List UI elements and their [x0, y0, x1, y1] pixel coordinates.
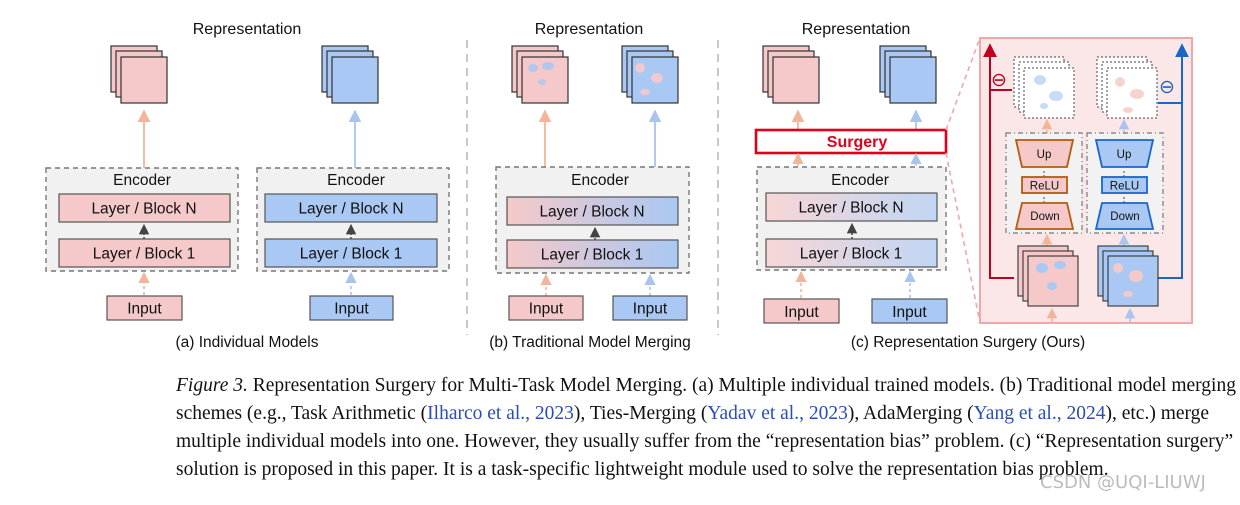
relu-right — [1101, 176, 1148, 194]
figure-diagram: Representation Encoder Layer / Block N L… — [45, 21, 1193, 351]
panel-a-caption: (a) Individual Models — [175, 334, 318, 351]
layer-block-1-label: Layer / Block 1 — [541, 247, 644, 264]
input-label: Input — [892, 304, 927, 321]
panel-b: Representation Encoder Layer / Block N — [489, 21, 691, 351]
layer-block-1 — [264, 238, 438, 268]
panel-c-representation-stack-blue — [879, 45, 937, 104]
citation-link-yadav[interactable]: Yadav et al., 2023 — [707, 403, 848, 424]
panel-a: Representation Encoder Layer / Block N L… — [45, 21, 450, 351]
down-projection-right — [1094, 202, 1155, 230]
encoder-label: Encoder — [831, 172, 889, 189]
encoder-label: Encoder — [327, 172, 385, 189]
layer-block-1 — [506, 239, 679, 269]
layer-block-n-label: Layer / Block N — [298, 201, 403, 218]
input-box-pink — [106, 295, 183, 321]
surgery-module — [754, 128, 948, 155]
layer-block-n-label: Layer / Block N — [539, 204, 644, 221]
layer-block-n — [765, 192, 938, 222]
up-projection-right — [1094, 139, 1155, 168]
input-label: Input — [334, 301, 369, 318]
surgery-label: Surgery — [827, 134, 888, 151]
input-label: Input — [529, 301, 564, 318]
up-label: Up — [1117, 149, 1132, 161]
layer-block-n-label: Layer / Block N — [91, 201, 196, 218]
input-label: Input — [633, 301, 668, 318]
citation-link-yang[interactable]: Yang et al., 2024 — [973, 403, 1106, 424]
panel-a-encoder-pink: Encoder Layer / Block N Layer / Block 1 — [45, 167, 239, 272]
residual-stack-right — [1096, 56, 1158, 119]
up-projection-left — [1014, 139, 1075, 168]
relu-label: ReLU — [1030, 181, 1059, 193]
layer-block-1 — [58, 238, 231, 268]
relu-left — [1021, 176, 1068, 194]
panel-b-representation-label: Representation — [535, 21, 644, 38]
panel-a-representation-stack-pink — [110, 45, 168, 104]
caption-line-2: schemes (e.g., Task Arithmetic (Ilharco … — [176, 400, 1236, 428]
layer-block-n — [506, 196, 679, 226]
input-box-blue — [871, 298, 948, 324]
panel-b-merged-encoder: Encoder Layer / Block N Layer / Block 1 — [495, 166, 690, 274]
panel-c-merged-encoder: Encoder Layer / Block N Layer / Block 1 — [756, 166, 947, 271]
down-label: Down — [1030, 211, 1059, 223]
residual-stack-left — [1013, 56, 1075, 119]
caption-text: ), AdaMerging ( — [847, 403, 974, 424]
input-box-pink — [508, 295, 584, 321]
input-box-blue — [309, 295, 394, 321]
panel-a-representation-label: Representation — [193, 21, 302, 38]
panel-c: Representation Surgery Encoder Layer / B… — [754, 21, 1193, 351]
surgery-detail-panel: ⊖ ⊖ — [979, 37, 1193, 324]
caption-text: ), Ties-Merging ( — [573, 403, 708, 424]
citation-link-ilharco[interactable]: Ilharco et al., 2023 — [427, 403, 574, 424]
layer-block-n — [264, 193, 438, 223]
caption-line-4: solution is proposed in this paper. It i… — [176, 459, 1109, 480]
caption-text: schemes (e.g., Task Arithmetic ( — [176, 403, 428, 424]
down-projection-left — [1014, 202, 1075, 230]
input-label: Input — [127, 301, 162, 318]
layer-block-n — [58, 193, 231, 223]
panel-b-representation-stack-blue — [621, 45, 679, 104]
panel-b-caption: (b) Traditional Model Merging — [489, 334, 691, 351]
layer-block-1-label: Layer / Block 1 — [800, 246, 903, 263]
relu-label: ReLU — [1110, 181, 1139, 193]
biased-representation-pink — [1017, 245, 1079, 307]
panel-a-representation-stack-blue — [321, 45, 379, 104]
panel-c-representation-stack-pink — [762, 45, 820, 104]
encoder-label: Encoder — [571, 172, 629, 189]
encoder-label: Encoder — [113, 172, 171, 189]
layer-block-1-label: Layer / Block 1 — [93, 246, 196, 263]
minus-circle-icon: ⊖ — [991, 70, 1007, 91]
caption-label: Figure 3. — [176, 375, 248, 396]
biased-representation-blue — [1097, 245, 1159, 307]
figure-caption: Figure 3. Representation Surgery for Mul… — [176, 372, 1236, 484]
down-label: Down — [1110, 211, 1139, 223]
minus-circle-icon: ⊖ — [1159, 77, 1175, 98]
layer-block-1-label: Layer / Block 1 — [300, 246, 403, 263]
input-box-blue — [612, 295, 688, 321]
input-box-pink — [763, 298, 840, 324]
panel-a-encoder-blue: Encoder Layer / Block N Layer / Block 1 — [256, 167, 450, 272]
input-label: Input — [784, 304, 819, 321]
up-label: Up — [1037, 149, 1052, 161]
panel-c-representation-label: Representation — [802, 21, 911, 38]
caption-text: ), etc.) merge — [1105, 403, 1210, 424]
caption-line-1: Figure 3. Representation Surgery for Mul… — [176, 372, 1236, 400]
layer-block-n-label: Layer / Block N — [798, 200, 903, 217]
caption-line1-text: Representation Surgery for Multi-Task Mo… — [247, 375, 1236, 396]
caption-line-3: multiple individual models into one. How… — [176, 431, 1234, 452]
panel-b-representation-stack-pink — [511, 45, 569, 104]
panel-c-caption: (c) Representation Surgery (Ours) — [851, 334, 1085, 351]
layer-block-1 — [765, 238, 938, 268]
